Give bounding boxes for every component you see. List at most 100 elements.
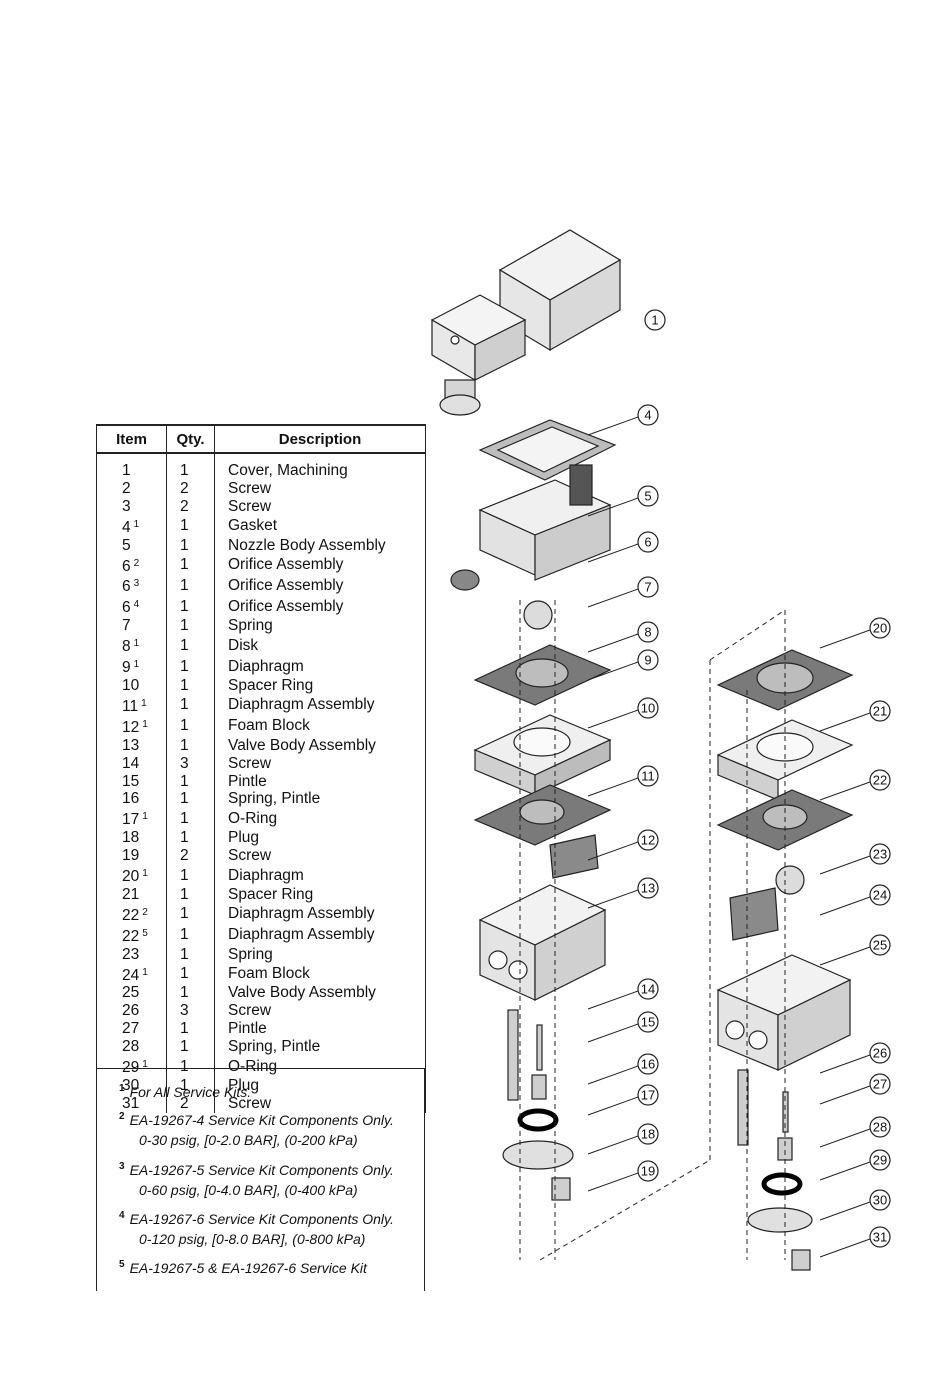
quantity: 2 — [166, 847, 215, 866]
quantity: 1 — [166, 903, 215, 925]
description: Orifice Assembly — [214, 575, 426, 597]
footnote-ref: 1 — [133, 659, 140, 671]
description: Foam Block — [214, 715, 426, 737]
description: Spring — [214, 617, 426, 636]
footnote-ref: 1 — [142, 868, 148, 880]
callout-number: 26 — [873, 1046, 887, 1061]
quantity: 1 — [166, 772, 215, 791]
description: Screw — [214, 1094, 426, 1113]
valve-body-13-drawing — [478, 884, 607, 1001]
callout-number: 16 — [641, 1057, 655, 1072]
item-number: 27 — [96, 1020, 167, 1039]
footnote-ref: 5 — [142, 927, 148, 939]
item-number: 16 — [96, 790, 167, 809]
callout-number: 10 — [641, 701, 655, 716]
callout-number: 29 — [873, 1153, 887, 1168]
item-number: 2 — [96, 479, 167, 498]
description: Cover, Machining — [214, 453, 426, 480]
screw-19-drawing — [551, 1177, 571, 1201]
callout-number: 11 — [641, 769, 655, 784]
item-number: 1 — [96, 453, 167, 480]
foam-block-24-drawing — [729, 887, 779, 941]
o-ring-29-drawing — [761, 1172, 803, 1196]
item-number: 5 — [96, 536, 167, 555]
callout-number: 4 — [644, 408, 651, 423]
column-header-description: Description — [214, 424, 426, 454]
quantity: 1 — [166, 963, 215, 985]
quantity: 1 — [166, 1038, 215, 1057]
callout-24: 24 — [819, 884, 891, 916]
callout-6: 6 — [587, 531, 659, 563]
callout-number: 14 — [641, 982, 655, 997]
callout-number: 19 — [641, 1164, 655, 1179]
callout-23: 23 — [819, 843, 891, 875]
description: Valve Body Assembly — [214, 736, 426, 755]
callout-number: 24 — [873, 888, 887, 903]
callout-26: 26 — [819, 1042, 891, 1074]
footnote-ref: 2 — [133, 557, 140, 569]
callout-10: 10 — [587, 697, 659, 729]
callout-number: 13 — [641, 881, 655, 896]
callout-number: 23 — [873, 847, 887, 862]
callout-number: 15 — [641, 1015, 655, 1030]
description: Plug — [214, 1077, 426, 1095]
item-number: 13 — [96, 736, 167, 755]
callout-number: 21 — [873, 704, 887, 719]
quantity: 1 — [166, 885, 215, 904]
pintle-15-drawing — [536, 1024, 543, 1071]
callout-29: 29 — [819, 1149, 891, 1181]
footnote-ref: 1 — [142, 811, 148, 823]
description: Screw — [214, 1002, 426, 1021]
quantity: 1 — [166, 736, 215, 755]
item-number: 14 — [96, 754, 167, 773]
item-number: 28 — [96, 1038, 167, 1057]
callout-number: 9 — [644, 653, 651, 668]
callout-number: 12 — [641, 833, 655, 848]
screw-14-drawing — [507, 1009, 519, 1101]
footnote-ref: 1 — [141, 697, 147, 709]
spring-7-drawing — [523, 600, 553, 630]
callout-number: 18 — [641, 1127, 655, 1142]
item-number: 19 — [96, 847, 167, 866]
description: O-Ring — [214, 808, 426, 830]
quantity: 3 — [166, 1002, 215, 1021]
quantity: 1 — [166, 453, 215, 480]
description: Screw — [214, 497, 426, 516]
description: Spacer Ring — [214, 676, 426, 695]
callout-number: 22 — [873, 773, 887, 788]
item-number: 23 — [96, 945, 167, 964]
callout-9: 9 — [587, 649, 659, 681]
item-number: 3 — [96, 497, 167, 516]
callout-number: 31 — [873, 1230, 887, 1245]
quantity: 1 — [166, 715, 215, 737]
description: Screw — [214, 847, 426, 866]
